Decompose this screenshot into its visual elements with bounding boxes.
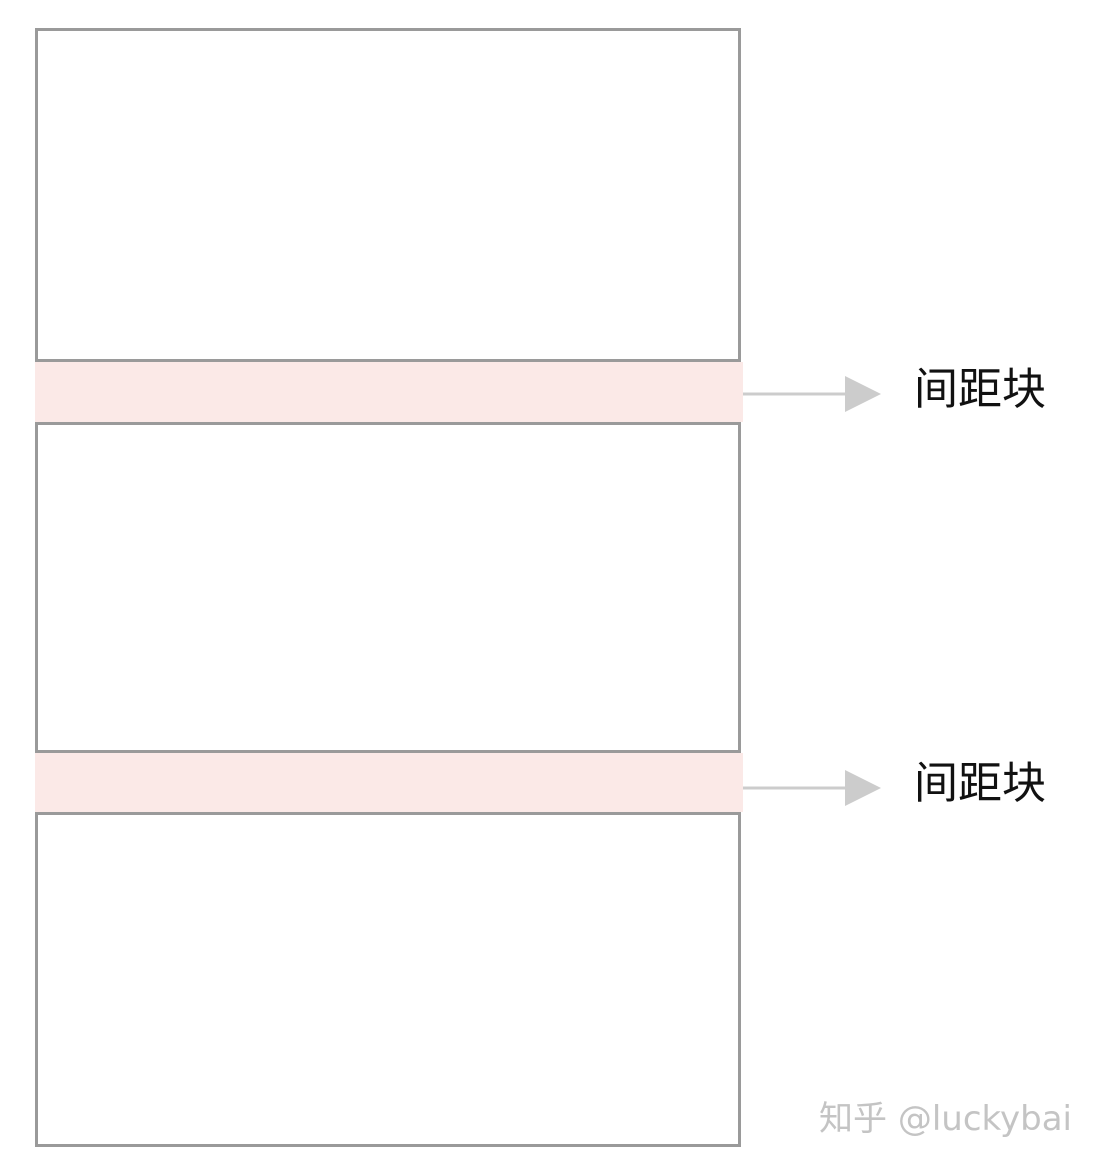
spacing-block-label-2: 间距块 xyxy=(914,758,1046,809)
watermark: 知乎 @luckybai xyxy=(819,1099,1072,1139)
arrow-right-icon xyxy=(743,376,881,412)
spacing-block-1 xyxy=(35,362,743,422)
content-block-2 xyxy=(35,422,741,753)
spacing-block-2 xyxy=(35,753,743,812)
arrow-right-icon xyxy=(743,770,881,806)
spacing-block-label-1: 间距块 xyxy=(914,364,1046,415)
content-block-1 xyxy=(35,28,741,362)
content-block-3 xyxy=(35,812,741,1147)
